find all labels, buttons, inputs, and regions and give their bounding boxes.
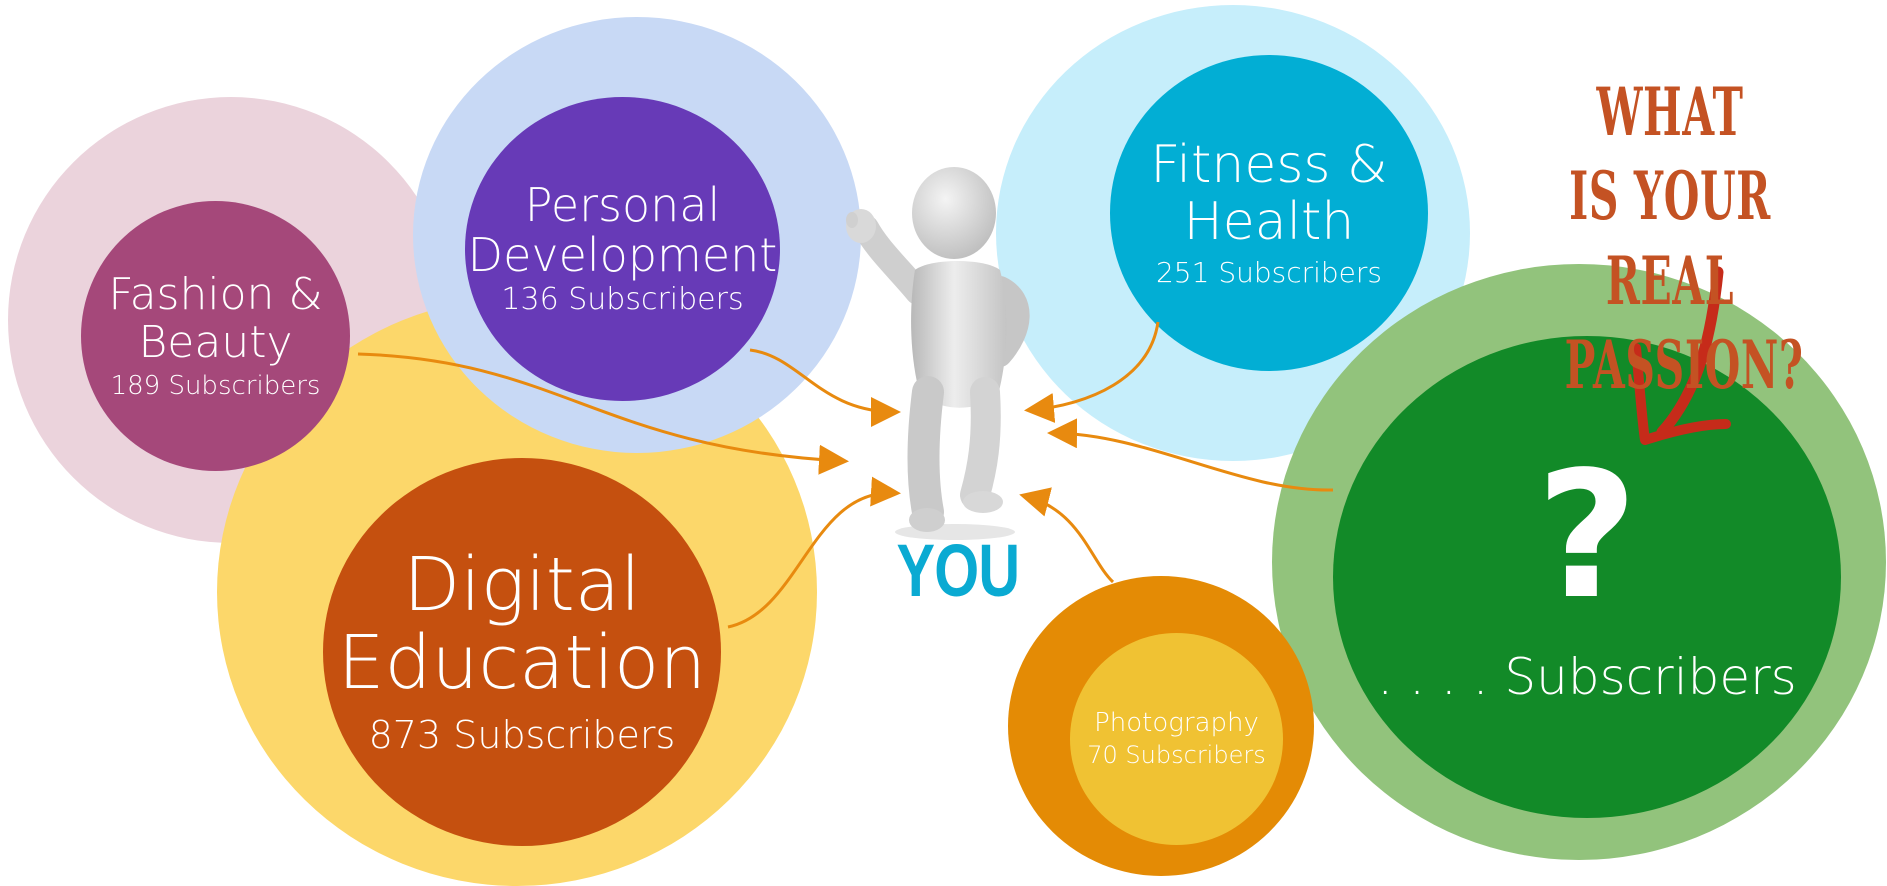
- arrow-unknown-to-you: [1047, 418, 1334, 492]
- personal-development-circle[interactable]: Personal Development 136 Subscribers: [465, 97, 780, 401]
- fitness-health-title: Fitness & Health: [1150, 135, 1388, 252]
- callout-line-1: WHAT IS YOUR: [1569, 73, 1771, 236]
- arrows: [357, 321, 1334, 629]
- arrow-photography-to-you: [1019, 487, 1115, 584]
- fashion-beauty-circle[interactable]: Fashion & Beauty 189 Subscribers: [81, 201, 350, 471]
- photography-circle[interactable]: Photography 70 Subscribers: [1070, 633, 1283, 845]
- callout-line-2: REAL PASSION?: [1564, 241, 1804, 405]
- fitness-health-subscribers: 251 Subscribers: [1155, 255, 1382, 289]
- fashion-beauty-subscribers: 189 Subscribers: [110, 370, 321, 401]
- photography-subscribers: 70 Subscribers: [1087, 741, 1266, 770]
- fashion-beauty-title: Fashion & Beauty: [108, 269, 323, 368]
- digital-education-title: Digital Education: [337, 542, 707, 706]
- photography-title: Photography: [1094, 707, 1259, 738]
- arrow-fitness-to-you: [1024, 321, 1160, 423]
- digital-education-subscribers: 873 Subscribers: [368, 712, 676, 757]
- question-mark: ?: [1536, 434, 1638, 638]
- arrow-personal-to-you: [749, 348, 901, 427]
- unknown-passion-circle[interactable]: ? . . . . Subscribers: [1333, 336, 1841, 818]
- digital-education-circle[interactable]: Digital Education 873 Subscribers: [323, 458, 721, 846]
- arrow-digital-to-you: [727, 476, 901, 629]
- passion-callout: WHAT IS YOUR REAL PASSION?: [1564, 70, 1804, 408]
- callout-arrow: [1631, 266, 1731, 445]
- you-label: YOU: [896, 529, 1021, 612]
- fitness-health-circle[interactable]: Fitness & Health 251 Subscribers: [1110, 55, 1428, 371]
- personal-development-title: Personal Development: [467, 177, 778, 282]
- unknown-passion-subscribers: . . . . Subscribers: [1377, 647, 1797, 706]
- person-figure: [846, 167, 1030, 540]
- arrow-fashion-to-you: [357, 352, 849, 475]
- personal-development-subscribers: 136 Subscribers: [501, 282, 744, 318]
